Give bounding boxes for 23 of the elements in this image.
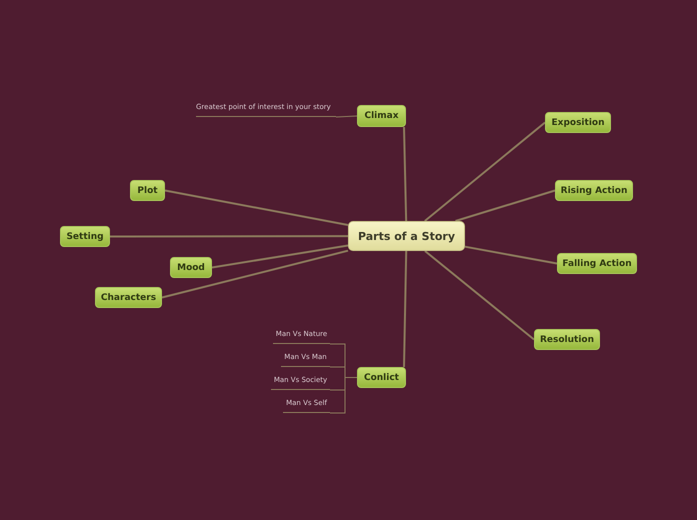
topic-node: Resolution bbox=[534, 329, 600, 350]
topic-node: Mood bbox=[170, 257, 212, 278]
topic-node: Rising Action bbox=[555, 180, 633, 201]
connector-line bbox=[212, 244, 348, 268]
connector-line bbox=[330, 377, 358, 414]
topic-node: Plot bbox=[130, 180, 165, 201]
connector-line bbox=[162, 250, 348, 298]
connector-line bbox=[455, 190, 556, 222]
connector-line bbox=[164, 190, 348, 226]
connector-line bbox=[424, 122, 546, 222]
topic-node: Falling Action bbox=[557, 253, 637, 274]
topic-node: Setting bbox=[60, 226, 110, 247]
connector-line bbox=[110, 235, 348, 238]
connector-line bbox=[464, 246, 558, 264]
connector-line bbox=[403, 126, 408, 222]
connector-line bbox=[403, 250, 408, 368]
connector-line bbox=[424, 250, 535, 340]
topic-node: Characters bbox=[95, 287, 162, 308]
topic-node: Exposition bbox=[545, 112, 611, 133]
topic-node: Conlict bbox=[357, 367, 406, 388]
topic-node: Climax bbox=[357, 105, 406, 127]
connector-line bbox=[336, 116, 358, 118]
central-topic: Parts of a Story bbox=[348, 221, 465, 251]
